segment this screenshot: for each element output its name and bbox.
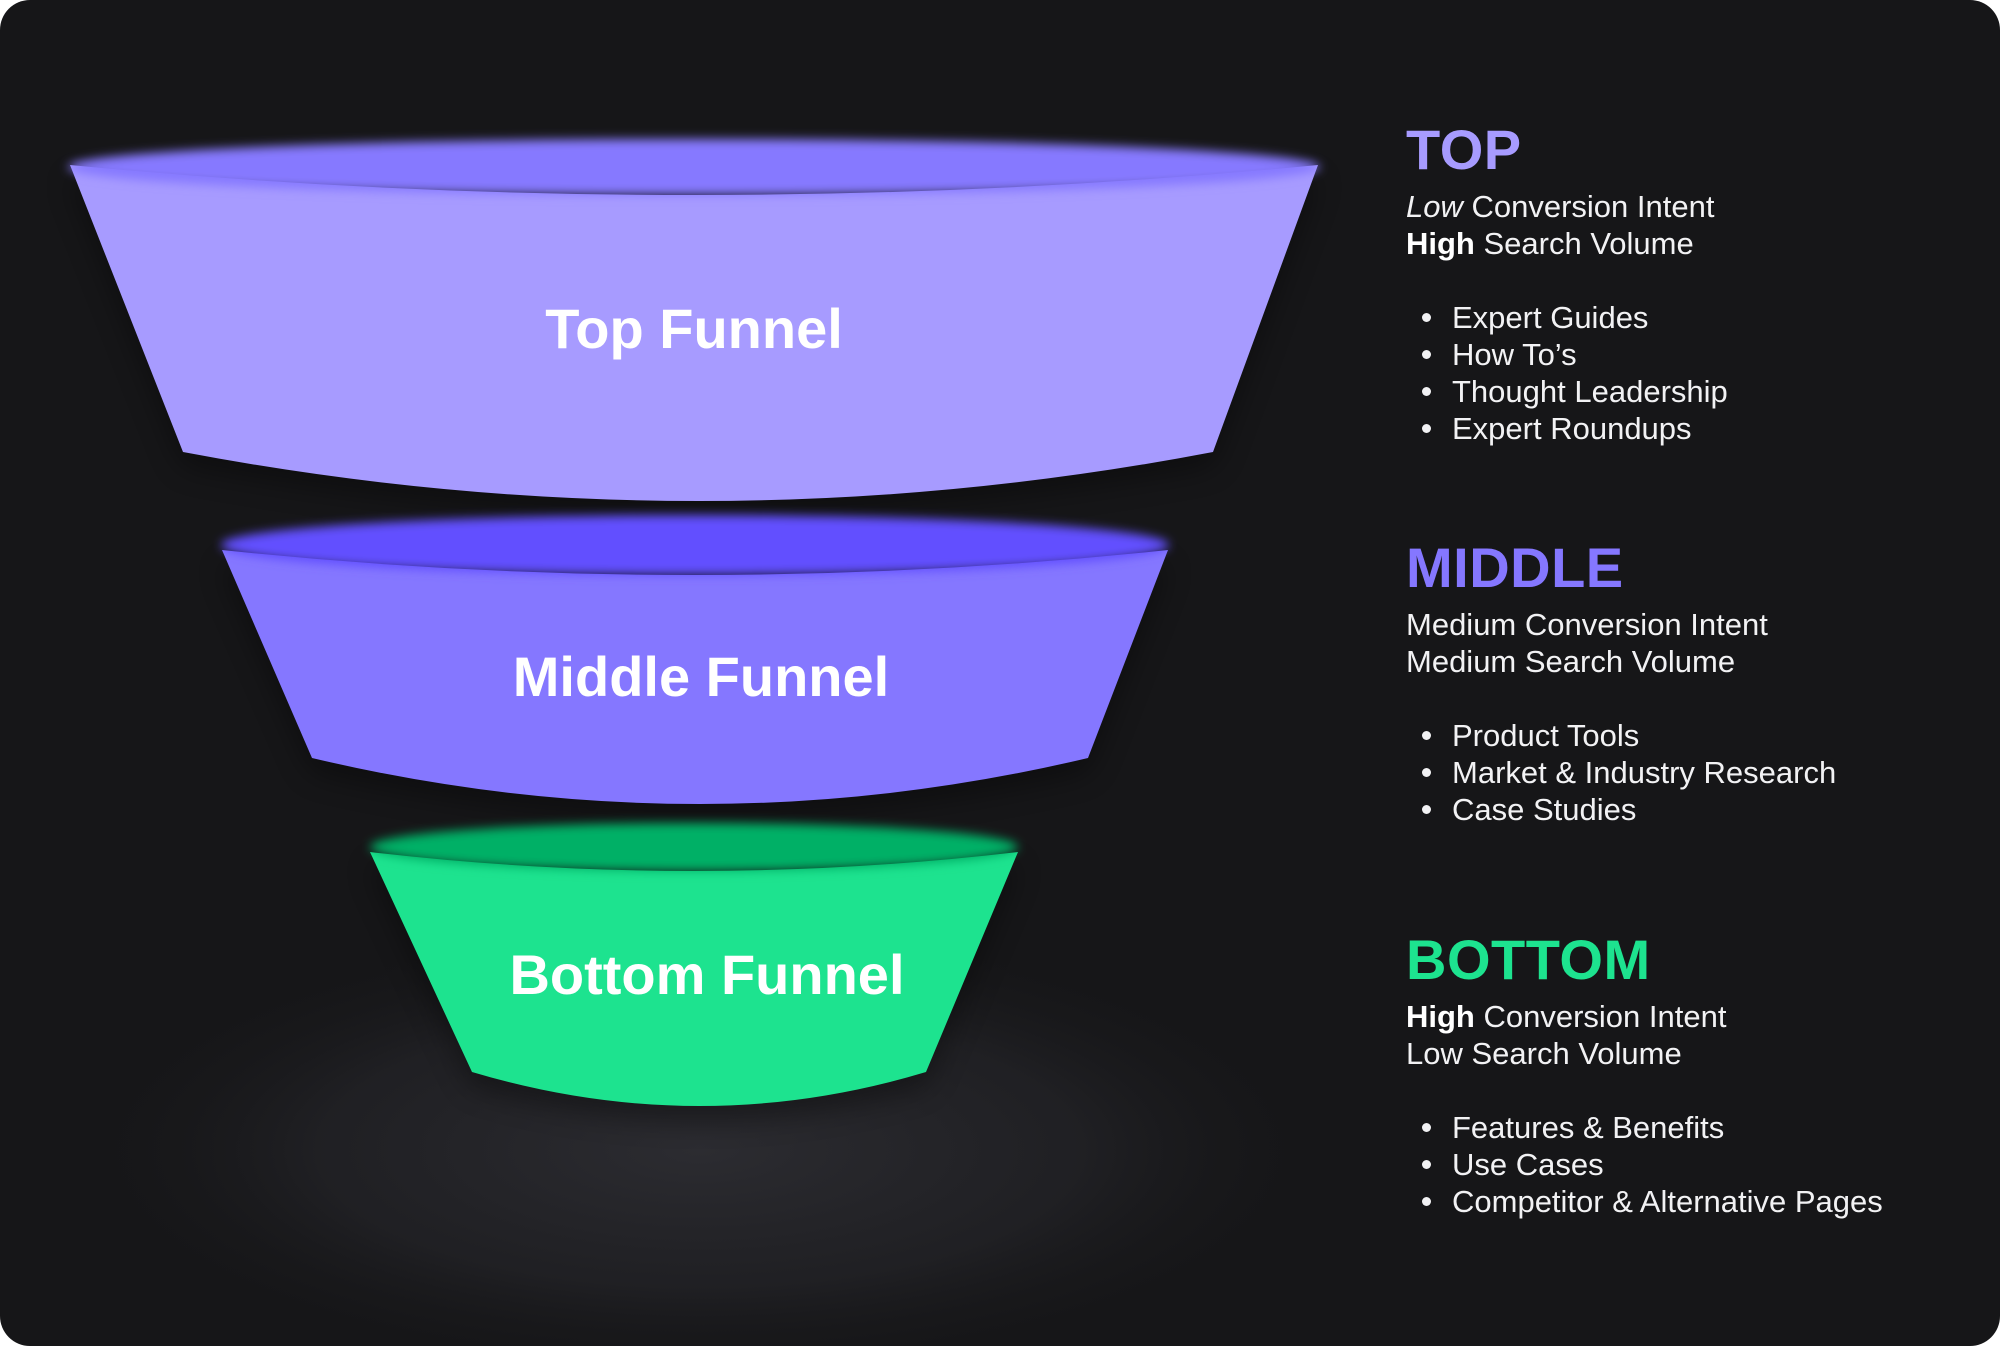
list-item-label: Case Studies [1452,792,1637,827]
top-content-list: Expert Guides How To’s Thought Leadershi… [1406,299,1966,447]
bullet-icon [1422,768,1431,777]
list-item-label: Expert Guides [1452,300,1649,335]
list-item: Use Cases [1422,1146,1966,1183]
top-volume-text: Search Volume [1474,226,1694,261]
list-item: Expert Guides [1422,299,1966,336]
floor-glow [60,920,1340,1346]
bottom-search-volume: Low Search Volume [1406,1036,1682,1071]
bottom-intent-emphasis: High [1406,999,1475,1034]
middle-conversion-intent: Medium Conversion Intent [1406,607,1768,642]
funnel-bottom-front [370,852,1018,1106]
middle-stage-heading: MIDDLE [1406,536,1624,599]
list-item-label: Use Cases [1452,1147,1604,1182]
bottom-stage-panel: BOTTOM High Conversion Intent Low Search… [1406,928,1966,1220]
funnel-top-rim [68,139,1320,195]
bullet-icon [1422,1123,1431,1132]
list-item-label: Market & Industry Research [1452,755,1837,790]
top-intent-text: Conversion Intent [1462,189,1715,224]
top-stage-panel: TOP Low Conversion Intent High Search Vo… [1406,118,1966,447]
list-item-label: Competitor & Alternative Pages [1452,1184,1883,1219]
top-search-volume: High Search Volume [1406,225,1966,262]
funnel-middle-rim [221,515,1169,575]
middle-content-list: Product Tools Market & Industry Research… [1406,717,1966,828]
funnel-top-front [70,165,1318,501]
middle-funnel-label: Middle Funnel [513,645,889,708]
bullet-icon [1422,1197,1431,1206]
list-item-label: Features & Benefits [1452,1110,1725,1145]
middle-search-volume: Medium Search Volume [1406,644,1736,679]
top-funnel-label: Top Funnel [545,297,843,360]
list-item: Expert Roundups [1422,410,1966,447]
list-item: Product Tools [1422,717,1966,754]
list-item-label: Thought Leadership [1452,374,1728,409]
list-item: Features & Benefits [1422,1109,1966,1146]
top-intent-emphasis: Low [1406,189,1463,224]
bottom-funnel-label: Bottom Funnel [509,943,904,1006]
middle-stage-panel: MIDDLE Medium Conversion Intent Medium S… [1406,536,1966,828]
list-item: Market & Industry Research [1422,754,1966,791]
list-item: Case Studies [1422,791,1966,828]
bullet-icon [1422,424,1431,433]
bullet-icon [1422,731,1431,740]
list-item: How To’s [1422,336,1966,373]
funnel-bottom-segment: Bottom Funnel [370,823,1018,1120]
bullet-icon [1422,805,1431,814]
bottom-content-list: Features & Benefits Use Cases Competitor… [1406,1109,1966,1220]
bottom-intent-text: Conversion Intent [1474,999,1727,1034]
bottom-conversion-intent: High Conversion Intent [1406,998,1966,1035]
list-item: Competitor & Alternative Pages [1422,1183,1966,1220]
bullet-icon [1422,1160,1431,1169]
funnel-middle-front [222,550,1168,804]
bottom-stage-heading: BOTTOM [1406,928,1651,991]
bullet-icon [1422,350,1431,359]
list-item-label: Expert Roundups [1452,411,1692,446]
bullet-icon [1422,387,1431,396]
funnel-bottom-rim [370,823,1018,871]
list-item: Thought Leadership [1422,373,1966,410]
bullet-icon [1422,313,1431,322]
funnel-top-segment: Top Funnel [68,139,1320,515]
list-item-label: Product Tools [1452,718,1640,753]
top-conversion-intent: Low Conversion Intent [1406,188,1966,225]
top-stage-heading: TOP [1406,118,1522,181]
top-volume-emphasis: High [1406,226,1475,261]
funnel-middle-segment: Middle Funnel [221,515,1169,818]
list-item-label: How To’s [1452,337,1577,372]
